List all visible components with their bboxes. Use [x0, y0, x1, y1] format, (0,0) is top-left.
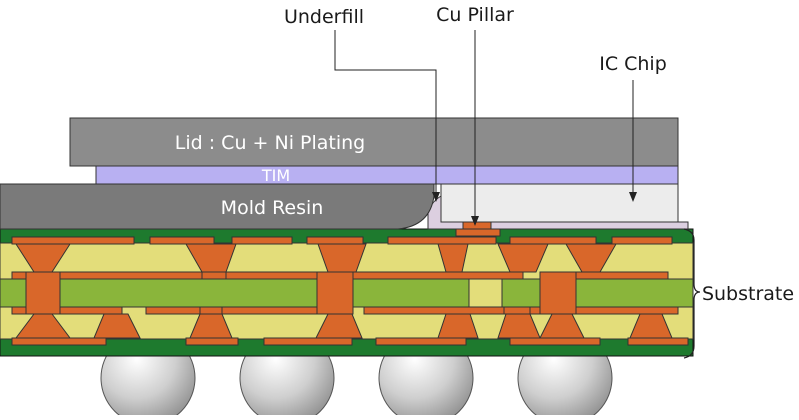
- lid-label: Lid : Cu + Ni Plating: [175, 132, 365, 154]
- mold-resin: [0, 183, 435, 230]
- substrate-bracket: [683, 228, 701, 359]
- ic-chip-label: IC Chip: [599, 53, 667, 75]
- copper-vias: [15, 243, 673, 339]
- lid: [69, 117, 679, 167]
- leader-lines: [334, 30, 634, 220]
- substrate-label: Substrate: [702, 283, 794, 305]
- cu-pillar-arrow-icon: [471, 216, 479, 226]
- arrow-heads: [432, 192, 637, 226]
- top-copper-pads: [11, 236, 673, 245]
- tim-layer: [95, 165, 679, 185]
- ic-chip-arrow-icon: [629, 192, 637, 202]
- cu-pillar-label: Cu Pillar: [436, 4, 514, 26]
- underfill-label: Underfill: [284, 6, 364, 28]
- copper-traces: [11, 271, 679, 315]
- mold-resin-label: Mold Resin: [221, 197, 324, 219]
- tim-label: TIM: [261, 166, 290, 185]
- substrate: [0, 228, 694, 357]
- underfill-arrow-icon: [432, 192, 440, 202]
